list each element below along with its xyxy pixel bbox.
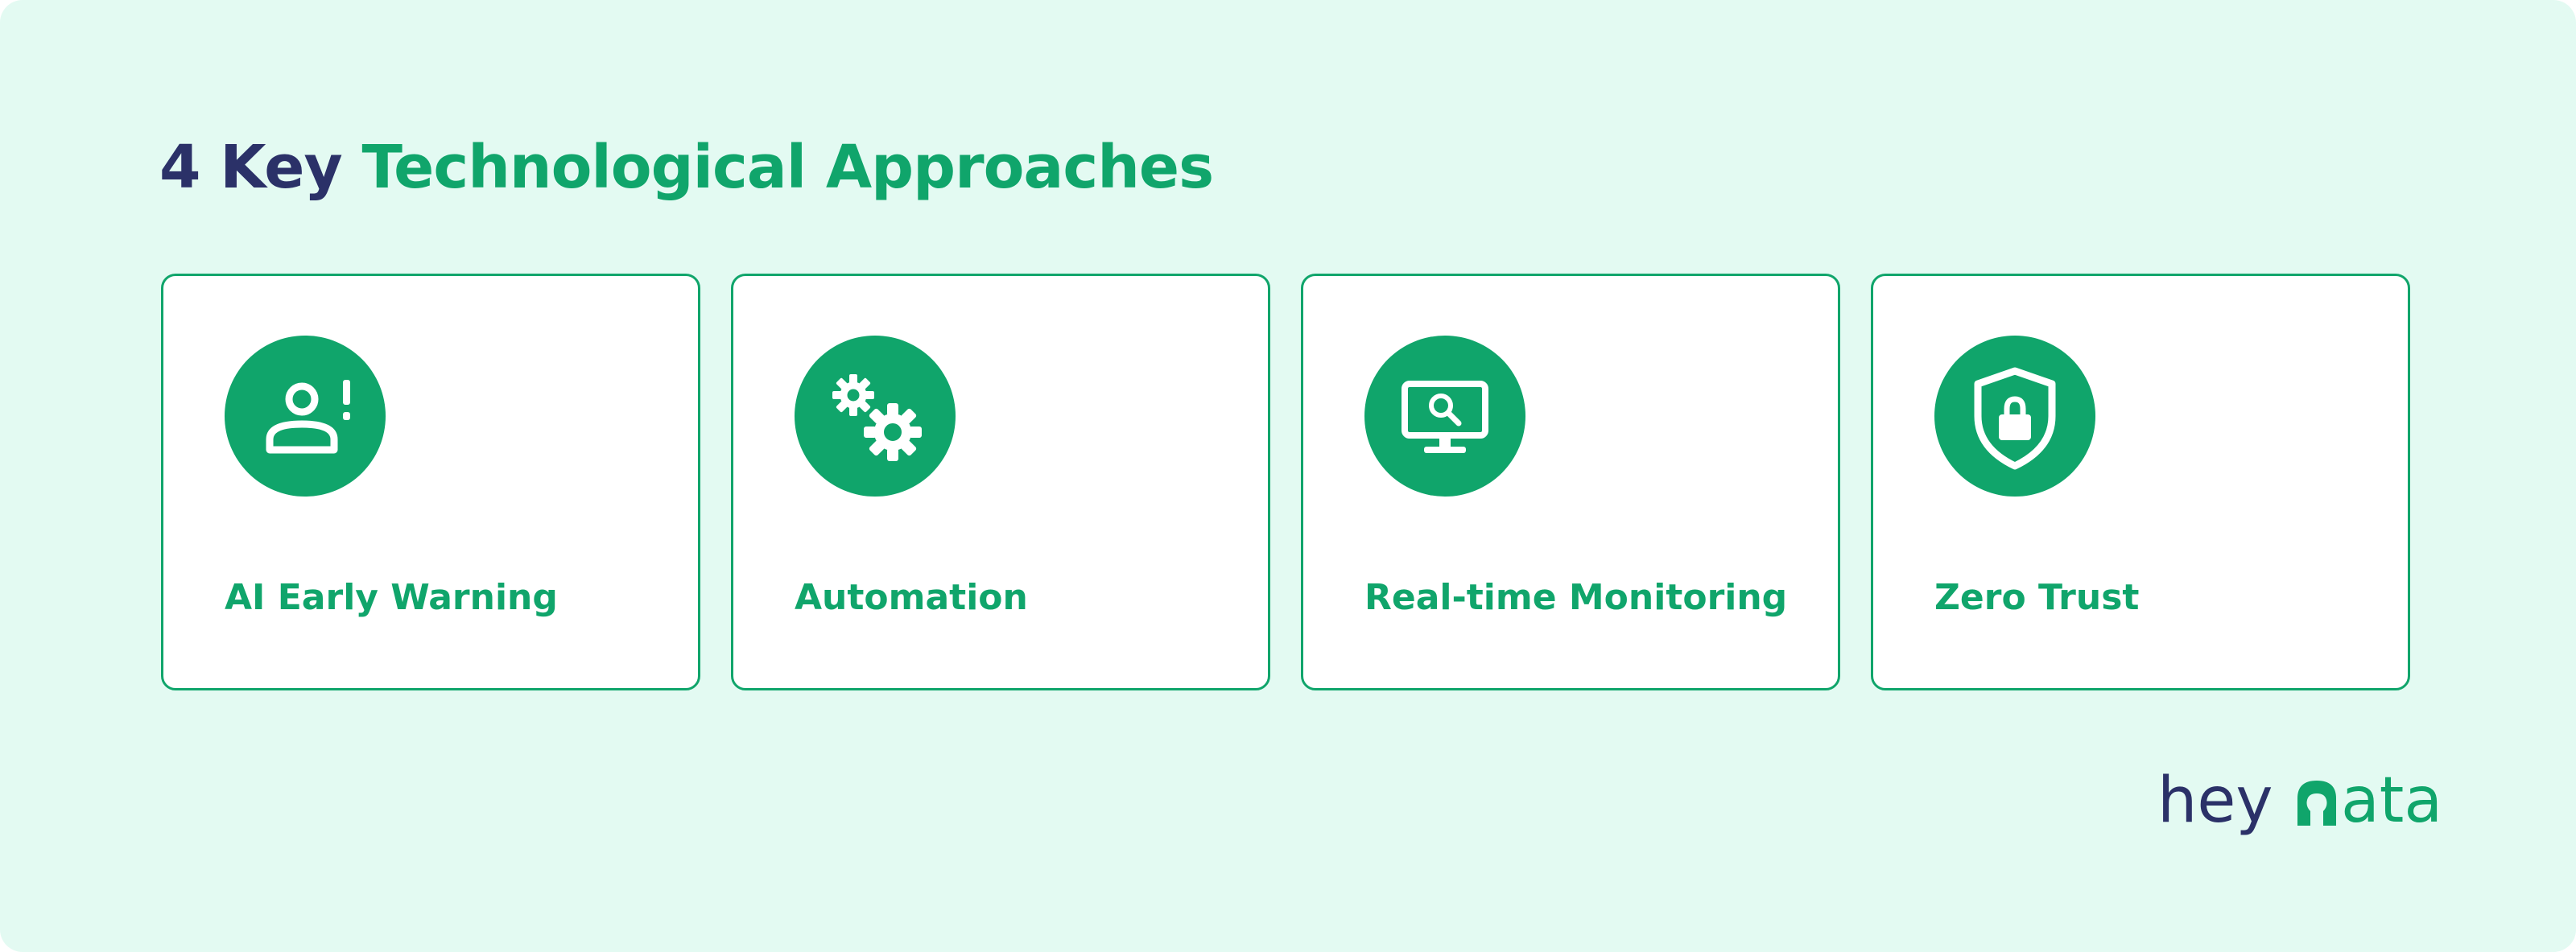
page-title: 4 Key Technological Approaches: [159, 127, 1215, 208]
shield-lock-icon: [1934, 336, 2095, 497]
gears-icon: [795, 336, 956, 497]
title-prefix: 4 Key: [159, 133, 343, 202]
card-ai-early-warning: AI Early Warning: [161, 274, 700, 690]
alert-user-icon: [225, 336, 386, 497]
card-zero-trust: Zero Trust: [1871, 274, 2410, 690]
card-label: AI Early Warning: [225, 577, 558, 618]
card-label: Automation: [795, 577, 1028, 618]
monitor-search-icon: [1364, 336, 1525, 497]
keyhole-d-icon: [2297, 781, 2336, 826]
card-automation: Automation: [731, 274, 1270, 690]
title-highlight: Technological Approaches: [361, 133, 1215, 202]
logo-text-start: hey: [2157, 764, 2273, 837]
logo-text-end: ata: [2341, 764, 2443, 837]
card-label: Zero Trust: [1934, 577, 2140, 618]
card-real-time-monitoring: Real-time Monitoring: [1301, 274, 1840, 690]
card-label: Real-time Monitoring: [1364, 577, 1788, 618]
heydata-logo: hey ata: [2157, 756, 2442, 845]
